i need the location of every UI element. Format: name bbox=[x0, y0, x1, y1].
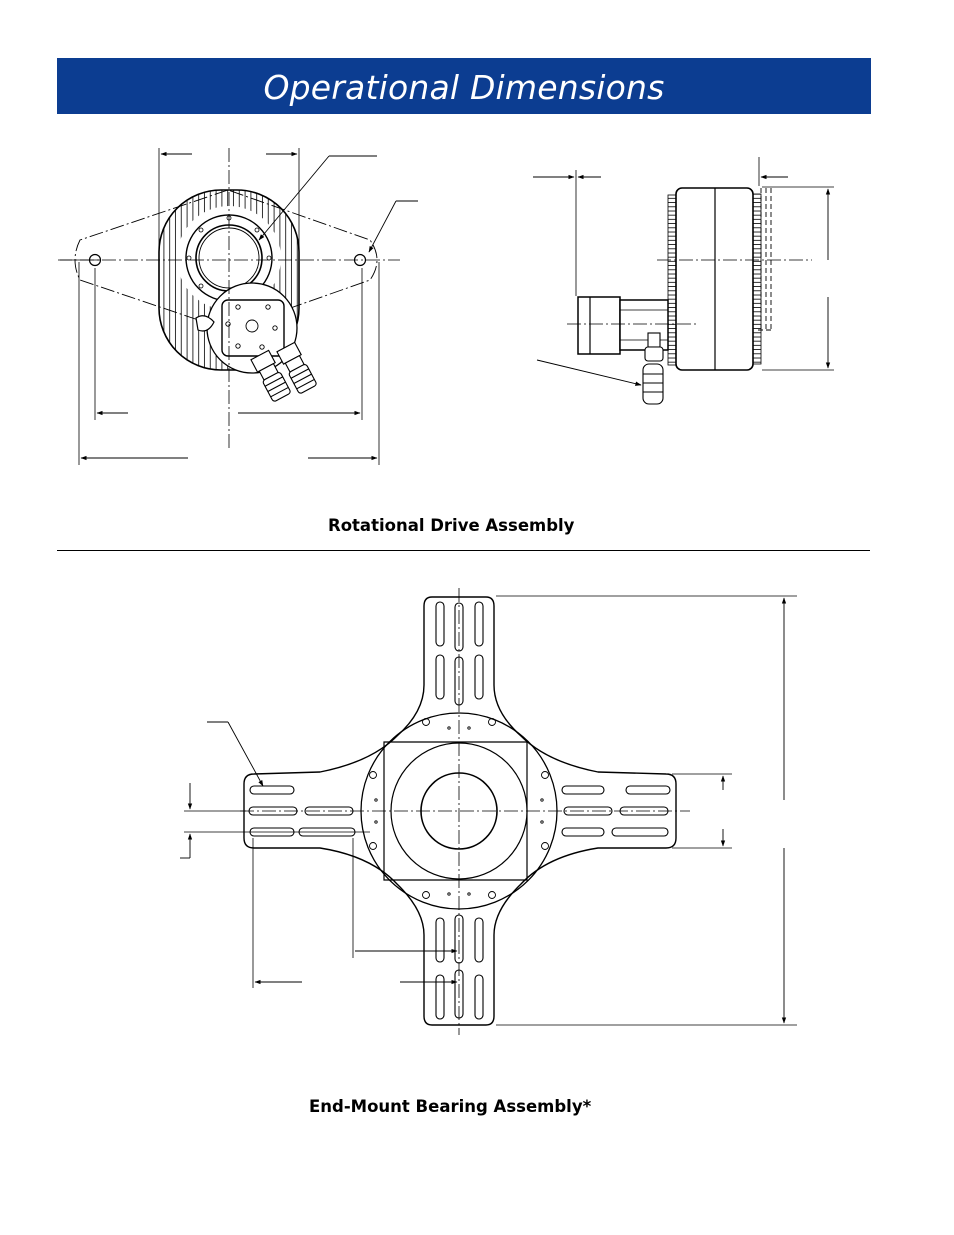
caption-rotational-drive: Rotational Drive Assembly bbox=[328, 516, 575, 535]
motor-housing bbox=[577, 296, 621, 355]
caption-end-mount-bearing: End-Mount Bearing Assembly* bbox=[309, 1097, 592, 1116]
cable-connectors bbox=[250, 341, 317, 402]
flange-bolt-holes bbox=[369, 718, 549, 899]
side-connector bbox=[642, 332, 664, 405]
section-divider bbox=[57, 550, 870, 551]
arm-slots bbox=[248, 601, 671, 1020]
drive-front-view bbox=[58, 148, 418, 465]
bearing-assembly-view bbox=[180, 588, 797, 1035]
title-banner: Operational Dimensions bbox=[57, 58, 871, 114]
page-title: Operational Dimensions bbox=[263, 68, 665, 107]
drive-side-view bbox=[533, 157, 834, 405]
